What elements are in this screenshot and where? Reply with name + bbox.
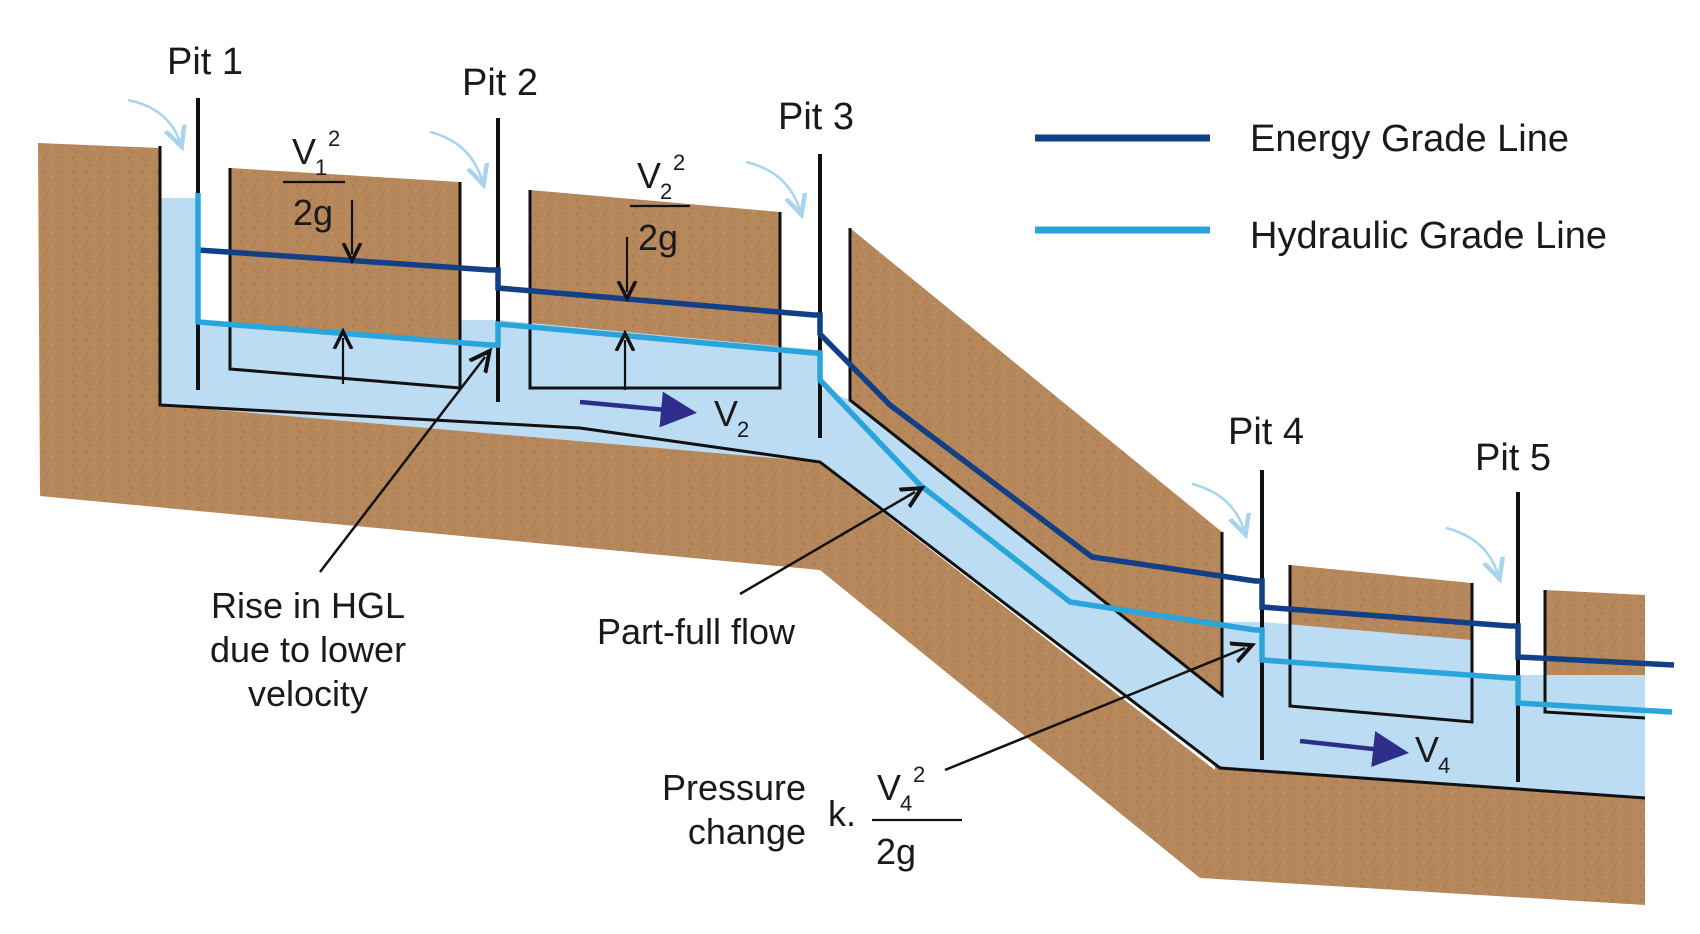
vh2-den: 2g [638,217,678,258]
velocity-head-2: V 2 2 2g [630,150,690,258]
pit-label-4: Pit 4 [1228,411,1304,453]
vel4-sub: 4 [1438,753,1450,778]
callout-part-full: Part-full flow [597,611,796,652]
pf-k: k. [828,793,856,834]
head-arrows [343,200,627,390]
vh1-den: 2g [293,192,333,233]
pit-walls [196,98,1520,782]
pf-v: V [877,767,901,808]
velocity-arrow-v4 [1299,731,1409,767]
entry-arrows [127,98,1498,574]
pf-sub: 4 [900,791,912,816]
vh2-sup: 2 [673,150,685,175]
vh1-sub: 1 [315,155,327,180]
entry-arrow-pit4 [1191,482,1244,530]
legend-egl-label: Energy Grade Line [1250,118,1569,160]
legend-hgl-label: Hydraulic Grade Line [1250,215,1607,257]
pit-label-2: Pit 2 [462,62,538,104]
pipe-outline [158,146,1646,800]
vel2-v: V [714,393,738,434]
rise-line-3: velocity [248,673,368,714]
pf-sup: 2 [913,762,925,787]
vel2-sub: 2 [737,417,749,442]
callout-pressure: Pressure change [662,767,806,852]
entry-arrow-pit3 [745,160,800,210]
pressure-formula: k. V 4 2 2g [828,762,962,872]
vh1-v: V [292,131,316,172]
callout-rise-hgl: Rise in HGL due to lower velocity [210,585,406,714]
hydraulic-grade-line [195,193,1673,715]
vh2-v: V [637,155,661,196]
velocity-label-v4: V 4 [1415,729,1450,778]
rise-line-1: Rise in HGL [211,585,405,626]
velocity-head-1: V 1 2 2g [283,126,345,233]
velocity-arrow-v2 [579,391,697,428]
vh2-sub: 2 [660,179,672,204]
velocity-label-v2: V 2 [714,393,749,442]
vel4-v: V [1415,729,1439,770]
rise-line-2: due to lower [210,629,406,670]
vh1-sup: 2 [328,126,340,151]
pressure-line-2: change [688,811,806,852]
callout-leaders [319,357,1245,772]
pf-den: 2g [876,831,916,872]
pressure-line-1: Pressure [662,767,806,808]
pit-label-3: Pit 3 [778,96,854,138]
pit-label-5: Pit 5 [1475,437,1551,479]
pit-label-1: Pit 1 [167,41,243,83]
entry-arrow-pit2 [429,130,482,180]
entry-arrow-pit5 [1445,526,1498,574]
energy-grade-line [197,247,1675,668]
soil-block-3-4 [850,228,1222,695]
entry-arrow-pit1 [127,98,180,142]
